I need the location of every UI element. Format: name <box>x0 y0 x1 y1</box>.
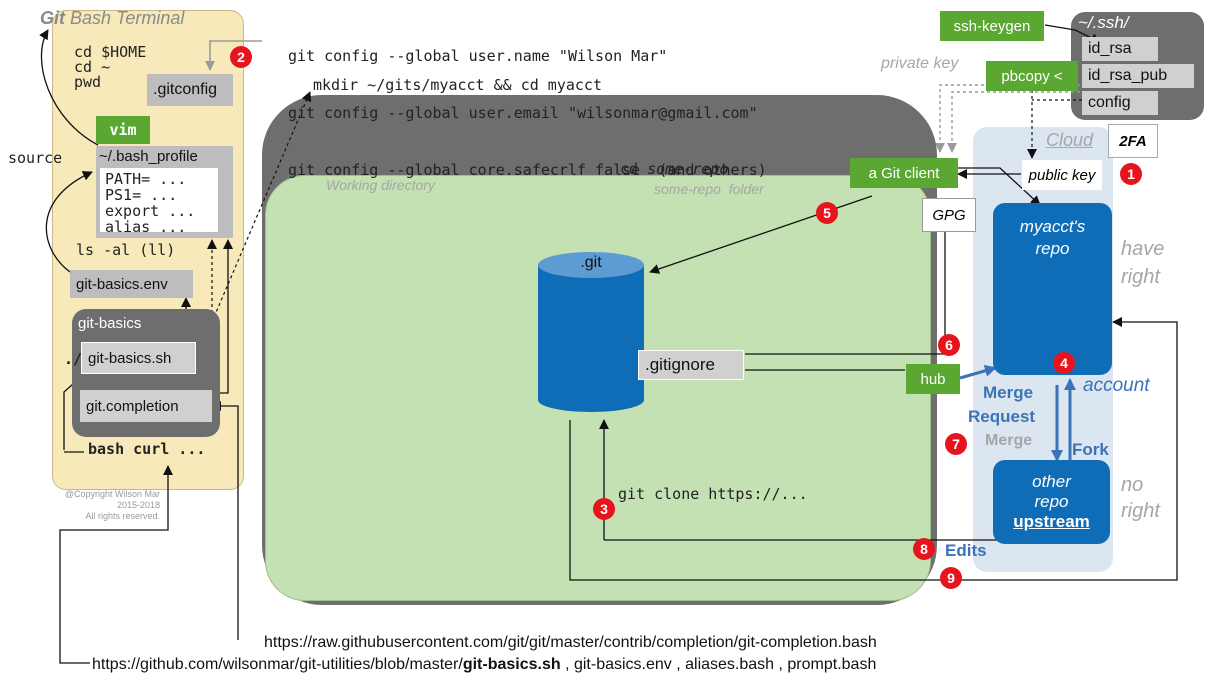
some-repo-folder-label: some-repo folder <box>654 181 764 197</box>
terminal-title: Git Bash Terminal <box>40 8 184 29</box>
config-commands: git config --global user.name "Wilson Ma… <box>288 9 767 199</box>
have-label: have <box>1121 238 1165 260</box>
badge-1: 1 <box>1120 163 1142 185</box>
copyright-rights: All rights reserved. <box>85 511 160 521</box>
dot-slash-label: ./ <box>64 350 83 368</box>
badge-6: 6 <box>938 334 960 356</box>
edits-label: Edits <box>945 541 987 560</box>
id-rsa-box: id_rsa <box>1082 37 1158 61</box>
cd-repo-cmd: cd some-repo <box>620 162 728 177</box>
ssh-config-box: config <box>1082 91 1158 115</box>
utilities-url[interactable]: https://github.com/wilsonmar/git-utiliti… <box>92 656 876 674</box>
other-line2: repo <box>1034 492 1069 511</box>
myacct-repo-box: myacct's repo <box>993 203 1112 375</box>
no-right-label: right <box>1121 500 1160 522</box>
fork-label: Fork <box>1072 440 1109 459</box>
bash-curl-cmd: bash curl ... <box>88 440 206 458</box>
cmd-home: cd $HOME <box>74 43 147 61</box>
public-key-box: public key <box>1022 160 1102 190</box>
bash-profile-box: ~/.bash_profile PATH= ... PS1= ... expor… <box>96 146 233 238</box>
ssh-folder-label: ~/.ssh/ <box>1078 13 1129 32</box>
badge-2: 2 <box>230 46 252 68</box>
copyright-years: 2015-2018 <box>116 500 160 510</box>
git-client-box: a Git client <box>850 158 958 188</box>
hub-box: hub <box>906 364 960 394</box>
bash-profile-title: ~/.bash_profile <box>99 148 198 165</box>
badge-3: 3 <box>593 498 615 520</box>
account-label: account <box>1083 375 1150 396</box>
cloud-label: Cloud <box>1046 130 1094 150</box>
git-basics-env-box: git-basics.env <box>70 270 193 298</box>
copyright-block: @Copyright Wilson Mar 2015-2018 All righ… <box>56 489 160 522</box>
profile-line-ps1: PS1= ... <box>105 186 178 204</box>
id-rsa-pub-box: id_rsa_pub <box>1082 64 1194 88</box>
gpg-box: GPG <box>922 198 976 232</box>
request-label: Request <box>968 407 1036 426</box>
working-dir-label: Working directory <box>326 177 435 193</box>
profile-line-export: export ... <box>105 202 196 220</box>
upstream-label: upstream <box>1013 512 1090 531</box>
git-completion-box: git.completion <box>80 390 212 422</box>
git-basics-sh-box: git-basics.sh <box>81 342 196 374</box>
utilities-url-rest: , git-basics.env , aliases.bash , prompt… <box>560 656 877 673</box>
git-basics-title: git-basics <box>78 315 142 332</box>
cd-prefix: cd <box>620 160 648 178</box>
myacct-line2: repo <box>1035 239 1070 258</box>
git-db-label: .git <box>580 254 602 271</box>
badge-4: 4 <box>1053 352 1075 374</box>
gitignore-box: .gitignore <box>638 350 744 380</box>
mkdir-cmd: mkdir ~/gits/myacct && cd myacct <box>313 76 602 94</box>
utilities-url-bold: git-basics.sh <box>462 656 561 673</box>
source-label: source <box>8 149 63 167</box>
utilities-url-prefix: https://github.com/wilsonmar/git-utiliti… <box>92 656 463 673</box>
no-label: no <box>1121 474 1144 496</box>
pbcopy-box: pbcopy < <box>986 61 1078 91</box>
cmd-cd: cd ~ <box>74 58 111 76</box>
config-cmd-name: git config --global user.name "Wilson Ma… <box>288 47 668 65</box>
vim-box: vim <box>96 116 150 144</box>
badge-7: 7 <box>945 433 967 455</box>
cylinder-body <box>538 264 644 400</box>
terminal-title-rest: Bash Terminal <box>65 8 185 28</box>
merge-gray-label: Merge <box>985 432 1033 449</box>
twofa-box: 2FA <box>1108 124 1158 158</box>
cd-repo-name: some-repo <box>647 160 729 178</box>
git-clone-cmd: git clone https://... <box>618 485 808 503</box>
have-right-label: right <box>1121 266 1160 288</box>
other-line1: other <box>1032 472 1071 491</box>
profile-line-alias: alias ... <box>105 218 187 236</box>
badge-5: 5 <box>816 202 838 224</box>
gitconfig-box: .gitconfig <box>147 74 233 106</box>
cylinder-bottom <box>538 388 644 412</box>
ls-cmd: ls -al (ll) <box>76 241 176 259</box>
git-database-cylinder: .git <box>538 252 644 412</box>
badge-8: 8 <box>913 538 935 560</box>
copyright-line: @Copyright Wilson Mar <box>64 489 160 499</box>
completion-url[interactable]: https://raw.githubusercontent.com/git/gi… <box>264 634 877 651</box>
badge-9: 9 <box>940 567 962 589</box>
config-cmd-email: git config --global user.email "wilsonma… <box>288 104 758 122</box>
bash-profile-contents: PATH= ... PS1= ... export ... alias ... <box>100 168 218 236</box>
cmd-pwd: pwd <box>74 73 102 91</box>
ssh-keygen-box: ssh-keygen <box>940 11 1044 41</box>
merge-label: Merge <box>983 383 1034 402</box>
private-key-label: private key <box>881 55 959 72</box>
other-repo-box: other repo upstream <box>993 460 1110 544</box>
config-cmd-safecrlf: git config --global core.safecrlf false … <box>288 161 767 179</box>
profile-line-path: PATH= ... <box>105 170 187 188</box>
myacct-line1: myacct's <box>1019 217 1086 236</box>
terminal-title-bold: Git <box>40 8 65 28</box>
cylinder-top <box>538 252 644 278</box>
